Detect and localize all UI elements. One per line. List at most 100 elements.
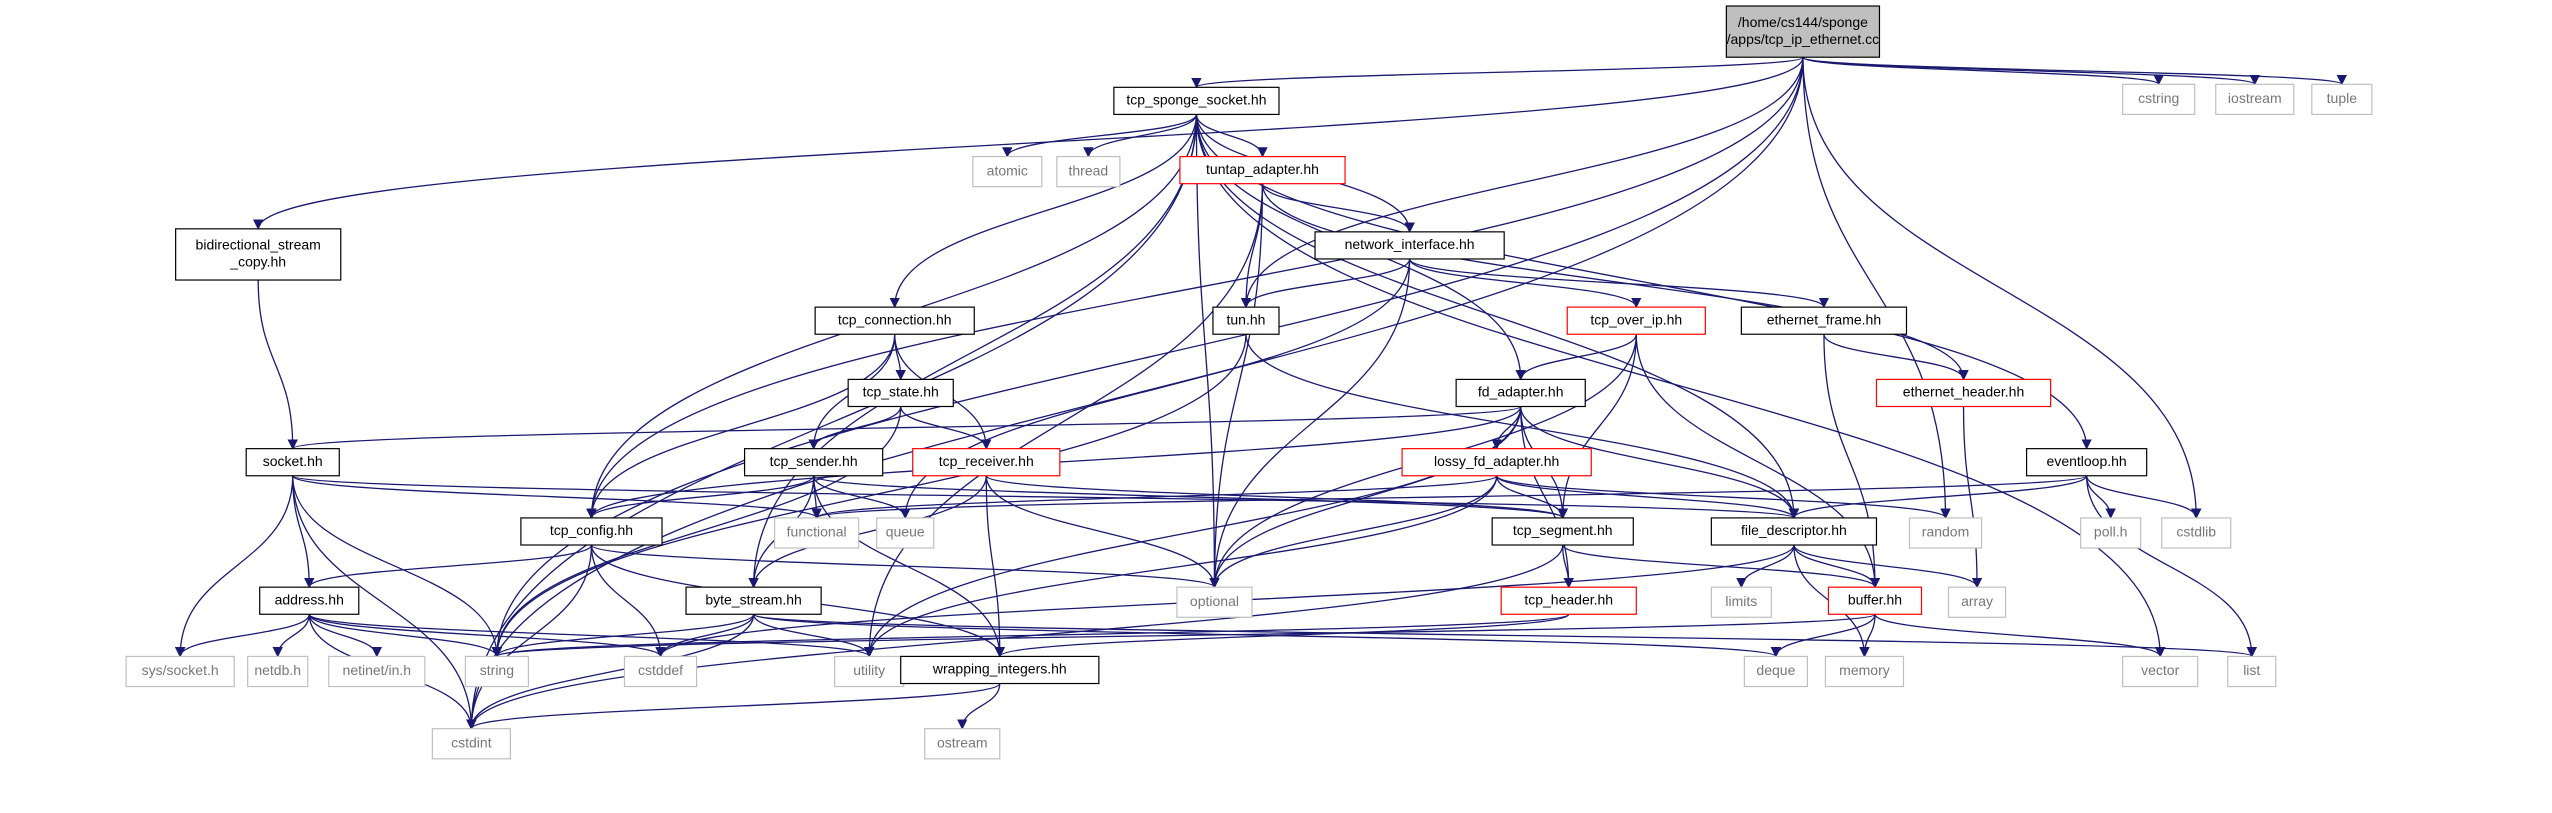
node-label: buffer.hh <box>1848 591 1902 607</box>
node-tcp-segment[interactable]: tcp_segment.hh <box>1491 517 1634 546</box>
node-tuple: tuple <box>2311 83 2373 116</box>
node-tcp-state[interactable]: tcp_state.hh <box>847 378 954 408</box>
node-box <box>464 655 530 688</box>
node-fd-adapter[interactable]: fd_adapter.hh <box>1455 378 1586 408</box>
edge-fd_adapter-to-utility <box>864 406 1522 658</box>
node-box <box>1179 155 1346 185</box>
node-label: optional <box>1190 593 1239 609</box>
node-label: byte_stream.hh <box>705 591 802 607</box>
node-label: tcp_state.hh <box>863 384 939 400</box>
edge-tun-to-string <box>491 334 1247 658</box>
node-box <box>1176 586 1253 618</box>
edge-tcp_over_ip-to-tcp_segment <box>1557 334 1637 519</box>
edge-address-to-netdb <box>272 614 310 658</box>
node-bidirectional[interactable]: bidirectional_stream_copy.hh <box>175 228 342 281</box>
node-box <box>1740 306 1908 335</box>
node-buffer[interactable]: buffer.hh <box>1827 586 1923 615</box>
node-tcp-sender[interactable]: tcp_sender.hh <box>743 448 884 477</box>
node-label: file_descriptor.hh <box>1741 522 1847 538</box>
node-box <box>431 728 512 760</box>
edge-eventloop-to-file_descriptor <box>1788 475 2088 519</box>
node-limits: limits <box>1710 586 1772 618</box>
edge-root-to-random <box>1802 57 1951 519</box>
node-box <box>1500 586 1637 615</box>
edge-lossy_fd_adapter-to-tcp_segment <box>1496 475 1568 519</box>
edge-buffer-to-vector <box>1874 613 2166 658</box>
node-box <box>774 517 860 549</box>
node-label: poll.h <box>2094 524 2127 540</box>
edge-tcp_receiver-to-byte_stream <box>748 475 987 589</box>
node-label: limits <box>1725 593 1757 609</box>
node-tcp-over-ip[interactable]: tcp_over_ip.hh <box>1566 306 1706 335</box>
node-root[interactable]: /home/cs144/sponge/apps/tcp_ip_ethernet.… <box>1725 5 1881 58</box>
edge-tcp_sponge_socket-to-tcp_connection <box>889 114 1198 309</box>
edge-tcp_sender-to-queue <box>812 475 911 519</box>
node-queue: queue <box>876 517 935 549</box>
node-label: tcp_config.hh <box>550 522 633 538</box>
edge-file_descriptor-to-limits <box>1736 544 1795 589</box>
node-box <box>1455 378 1586 408</box>
edge-tcp_over_ip-to-fd_adapter <box>1515 334 1637 381</box>
node-network-interface[interactable]: network_interface.hh <box>1314 231 1505 260</box>
node-file-descriptor[interactable]: file_descriptor.hh <box>1710 517 1878 546</box>
edge-tcp_sponge_socket-to-cstdint <box>466 114 1198 730</box>
node-label: /apps/tcp_ip_ethernet.cc <box>1727 31 1880 47</box>
node-label: tcp_over_ip.hh <box>1590 311 1682 327</box>
node-label: string <box>480 662 514 678</box>
edge-fd_adapter-to-socket <box>288 405 1522 450</box>
node-ethernet-header[interactable]: ethernet_header.hh <box>1875 378 2052 408</box>
node-box <box>847 378 954 408</box>
node-wrapping-integers[interactable]: wrapping_integers.hh <box>900 655 1100 685</box>
node-box <box>1824 655 1905 688</box>
edge-tcp_segment-to-buffer <box>1562 544 1881 589</box>
edge-fd_adapter-to-file_descriptor <box>1520 406 1800 519</box>
node-label: tun.hh <box>1227 311 1266 327</box>
node-box <box>1566 306 1706 335</box>
node-label: lossy_fd_adapter.hh <box>1434 453 1559 469</box>
node-tcp-receiver[interactable]: tcp_receiver.hh <box>912 448 1061 477</box>
node-tcp-header[interactable]: tcp_header.hh <box>1500 586 1637 615</box>
node-label: bidirectional_stream <box>196 237 321 253</box>
node-ethernet-frame[interactable]: ethernet_frame.hh <box>1740 306 1908 335</box>
node-box <box>972 155 1043 188</box>
edge-tuntap_adapter-to-tun <box>1240 183 1264 309</box>
node-box <box>623 655 698 688</box>
edge-lossy_fd_adapter-to-utility <box>864 475 1498 658</box>
node-poll-h: poll.h <box>2080 517 2142 549</box>
node-tcp-sponge-socket[interactable]: tcp_sponge_socket.hh <box>1113 86 1280 116</box>
node-tcp-config[interactable]: tcp_config.hh <box>520 517 663 546</box>
edge-byte_stream-to-list <box>752 613 2257 658</box>
edge-eventloop-to-functional <box>812 475 2088 519</box>
node-label: ostream <box>937 734 988 750</box>
edge-buffer-to-memory <box>1859 614 1876 658</box>
edge-address-to-sys_socket <box>174 614 310 658</box>
edge-root-to-tcp_sponge_socket <box>1191 56 1804 89</box>
node-box <box>520 517 663 546</box>
edge-lossy_fd_adapter-to-random <box>1496 475 1951 519</box>
edge-socket-to-functional <box>292 475 822 519</box>
node-lossy-fd-adapter[interactable]: lossy_fd_adapter.hh <box>1401 448 1592 477</box>
edge-lossy_fd_adapter-to-functional <box>811 475 1498 519</box>
edge-wrapping_integers-to-ostream <box>957 683 1001 730</box>
edge-tcp_header-to-wrapping_integers <box>994 613 1570 658</box>
node-label: cstddef <box>638 662 683 678</box>
edge-root-to-tcp_config <box>586 57 1804 519</box>
edge-ethernet_frame-to-buffer <box>1823 334 1881 589</box>
node-tun[interactable]: tun.hh <box>1212 306 1280 335</box>
edge-root-to-tun <box>1240 57 1804 309</box>
node-socket[interactable]: socket.hh <box>245 448 340 477</box>
node-label: address.hh <box>275 591 344 607</box>
node-byte-stream[interactable]: byte_stream.hh <box>685 586 822 615</box>
node-tcp-connection[interactable]: tcp_connection.hh <box>814 306 975 335</box>
node-label: sys/socket.h <box>142 662 219 678</box>
node-eventloop[interactable]: eventloop.hh <box>2025 448 2148 477</box>
node-box <box>814 306 975 335</box>
edge-buffer-to-string <box>492 613 1876 658</box>
node-address[interactable]: address.hh <box>259 586 360 615</box>
node-label: socket.hh <box>263 453 323 469</box>
node-box <box>1491 517 1634 546</box>
edge-socket-to-sys_socket <box>174 475 294 658</box>
node-box <box>2311 83 2373 116</box>
node-tuntap-adapter[interactable]: tuntap_adapter.hh <box>1179 155 1346 185</box>
node-box <box>2215 83 2295 116</box>
